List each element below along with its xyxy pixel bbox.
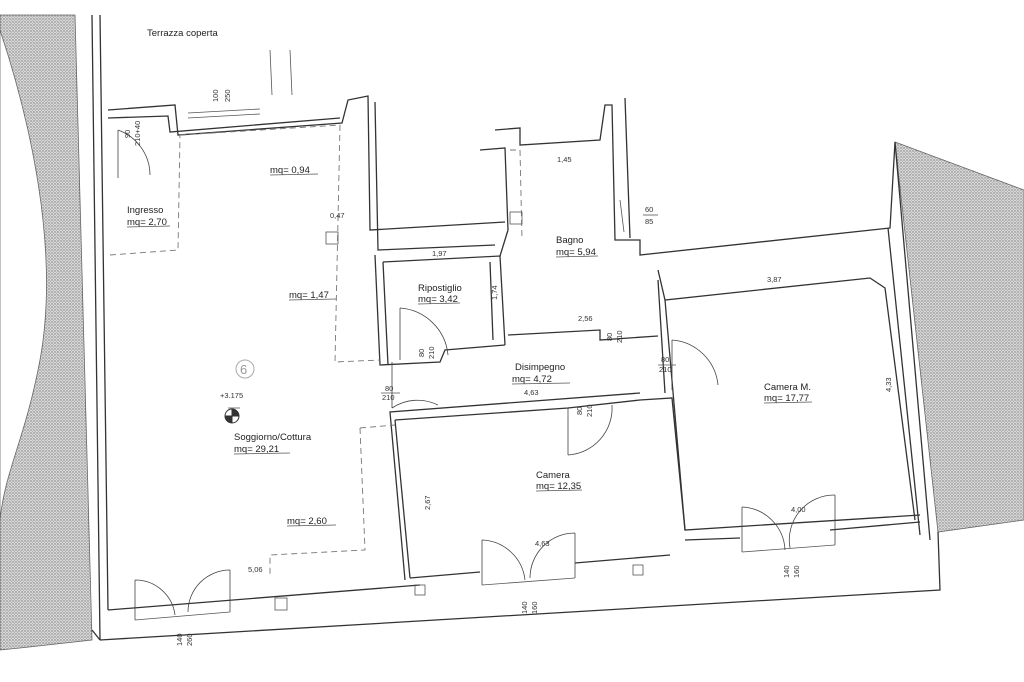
ingresso-name: Ingresso bbox=[127, 205, 163, 216]
bagno-name: Bagno bbox=[556, 235, 583, 246]
camera-m-name: Camera M. bbox=[764, 382, 811, 393]
door-80a: 80 bbox=[385, 384, 393, 393]
win-160b: 160 bbox=[530, 601, 539, 614]
dim-433: 4,33 bbox=[884, 377, 893, 392]
win-140a: 140 bbox=[175, 633, 184, 646]
camera-m-area: mq= 17,77 bbox=[764, 393, 809, 404]
ripostiglio-area: mq= 3,42 bbox=[418, 294, 458, 305]
dim-463b: 4,63 bbox=[535, 539, 550, 548]
area-boundaries bbox=[109, 124, 523, 575]
door-80b: 80 bbox=[417, 349, 426, 357]
camera-area: mq= 12,35 bbox=[536, 481, 581, 492]
door-210d: 210 bbox=[615, 330, 624, 343]
win-210-40: 210+40 bbox=[133, 121, 142, 146]
dim-387: 3,87 bbox=[767, 275, 782, 284]
win-60: 60 bbox=[645, 205, 653, 214]
dim-256: 2,56 bbox=[578, 314, 593, 323]
dim-174: 1,74 bbox=[490, 285, 499, 300]
dim-463a: 4,63 bbox=[524, 388, 539, 397]
door-210b: 210 bbox=[427, 346, 436, 359]
terrace-label: Terrazza coperta bbox=[147, 28, 218, 39]
win-140b: 140 bbox=[520, 601, 529, 614]
win-100: 100 bbox=[211, 89, 220, 102]
dim-400: 4,00 bbox=[791, 505, 806, 514]
area-b-label: mq= 1,47 bbox=[289, 290, 329, 301]
win-260a: 260 bbox=[185, 633, 194, 646]
door-80c: 80 bbox=[575, 407, 584, 415]
win-140c: 140 bbox=[782, 565, 791, 578]
dim-197: 1,97 bbox=[432, 249, 447, 258]
disimpegno-name: Disimpegno bbox=[515, 362, 565, 373]
terrain-right bbox=[894, 141, 1024, 533]
win-85: 85 bbox=[645, 217, 653, 226]
ingresso-area: mq= 2,70 bbox=[127, 217, 167, 228]
dim-267: 2,67 bbox=[423, 495, 432, 510]
terrain-left-cutout bbox=[0, 29, 47, 521]
label-underlines bbox=[126, 173, 813, 527]
unit-number: 6 bbox=[240, 362, 247, 377]
win-250: 250 bbox=[223, 89, 232, 102]
level-label: +3.175 bbox=[220, 391, 243, 400]
disimpegno-area: mq= 4,72 bbox=[512, 374, 552, 385]
win-90: 90 bbox=[123, 130, 132, 138]
interior-walls bbox=[374, 229, 921, 581]
door-80e: 80 bbox=[661, 355, 669, 364]
bagno-area: mq= 5,94 bbox=[556, 247, 596, 258]
area-a-label: mq= 0,94 bbox=[270, 165, 310, 176]
dim-047: 0,47 bbox=[330, 211, 345, 220]
ripostiglio-name: Ripostiglio bbox=[418, 283, 462, 294]
win-160c: 160 bbox=[792, 565, 801, 578]
area-c-label: mq= 2,60 bbox=[287, 516, 327, 527]
doors bbox=[117, 129, 836, 620]
unit-circle bbox=[235, 359, 255, 379]
details bbox=[134, 49, 836, 621]
door-80d: 80 bbox=[605, 333, 614, 341]
soggiorno-name: Soggiorno/Cottura bbox=[234, 432, 312, 443]
door-210e: 210 bbox=[659, 365, 672, 374]
exterior-walls bbox=[91, 14, 941, 641]
door-210a: 210 bbox=[382, 393, 395, 402]
camera-name: Camera bbox=[536, 470, 571, 481]
soggiorno-area: mq= 29,21 bbox=[234, 444, 279, 455]
dim-145: 1,45 bbox=[557, 155, 572, 164]
level-marker bbox=[224, 408, 240, 424]
door-210c: 210 bbox=[585, 404, 594, 417]
dim-506: 5,06 bbox=[248, 565, 263, 574]
